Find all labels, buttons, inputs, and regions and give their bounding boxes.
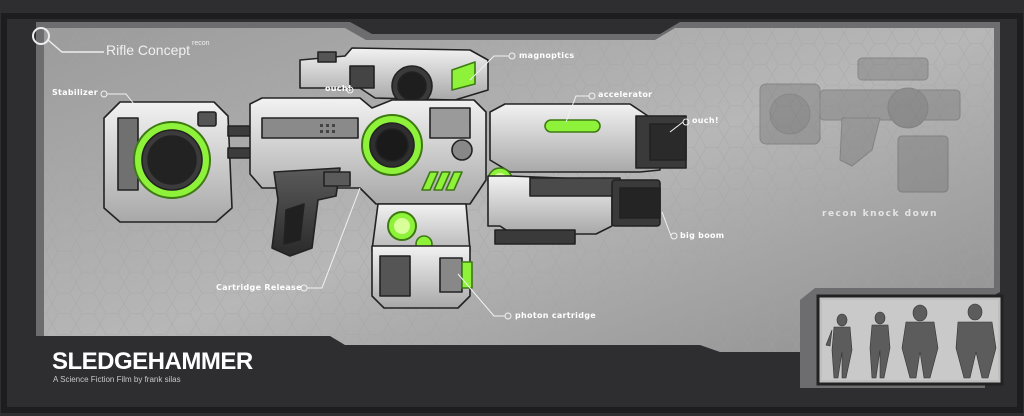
title-main: Rifle Concept — [106, 42, 191, 58]
callout-cartridge-release: Cartridge Release — [216, 283, 302, 292]
callout-photon-cartridge: photon cartridge — [515, 311, 596, 320]
brand-name: SLEDGEHAMMER — [52, 348, 253, 375]
callout-magnoptics: magnoptics — [519, 51, 575, 60]
callout-accelerator: accelerator — [598, 90, 653, 99]
callout-big-boom: big boom — [680, 231, 725, 240]
callout-ouch-2: ouch! — [692, 116, 719, 125]
callout-stabilizer: Stabilizer — [52, 88, 98, 97]
title-sup: recon — [192, 40, 210, 47]
callout-ouch-1: ouch! — [325, 84, 352, 93]
brand-byline: A Science Fiction Film by frank silas — [53, 375, 181, 384]
recon-label: recon knock down — [822, 209, 938, 219]
